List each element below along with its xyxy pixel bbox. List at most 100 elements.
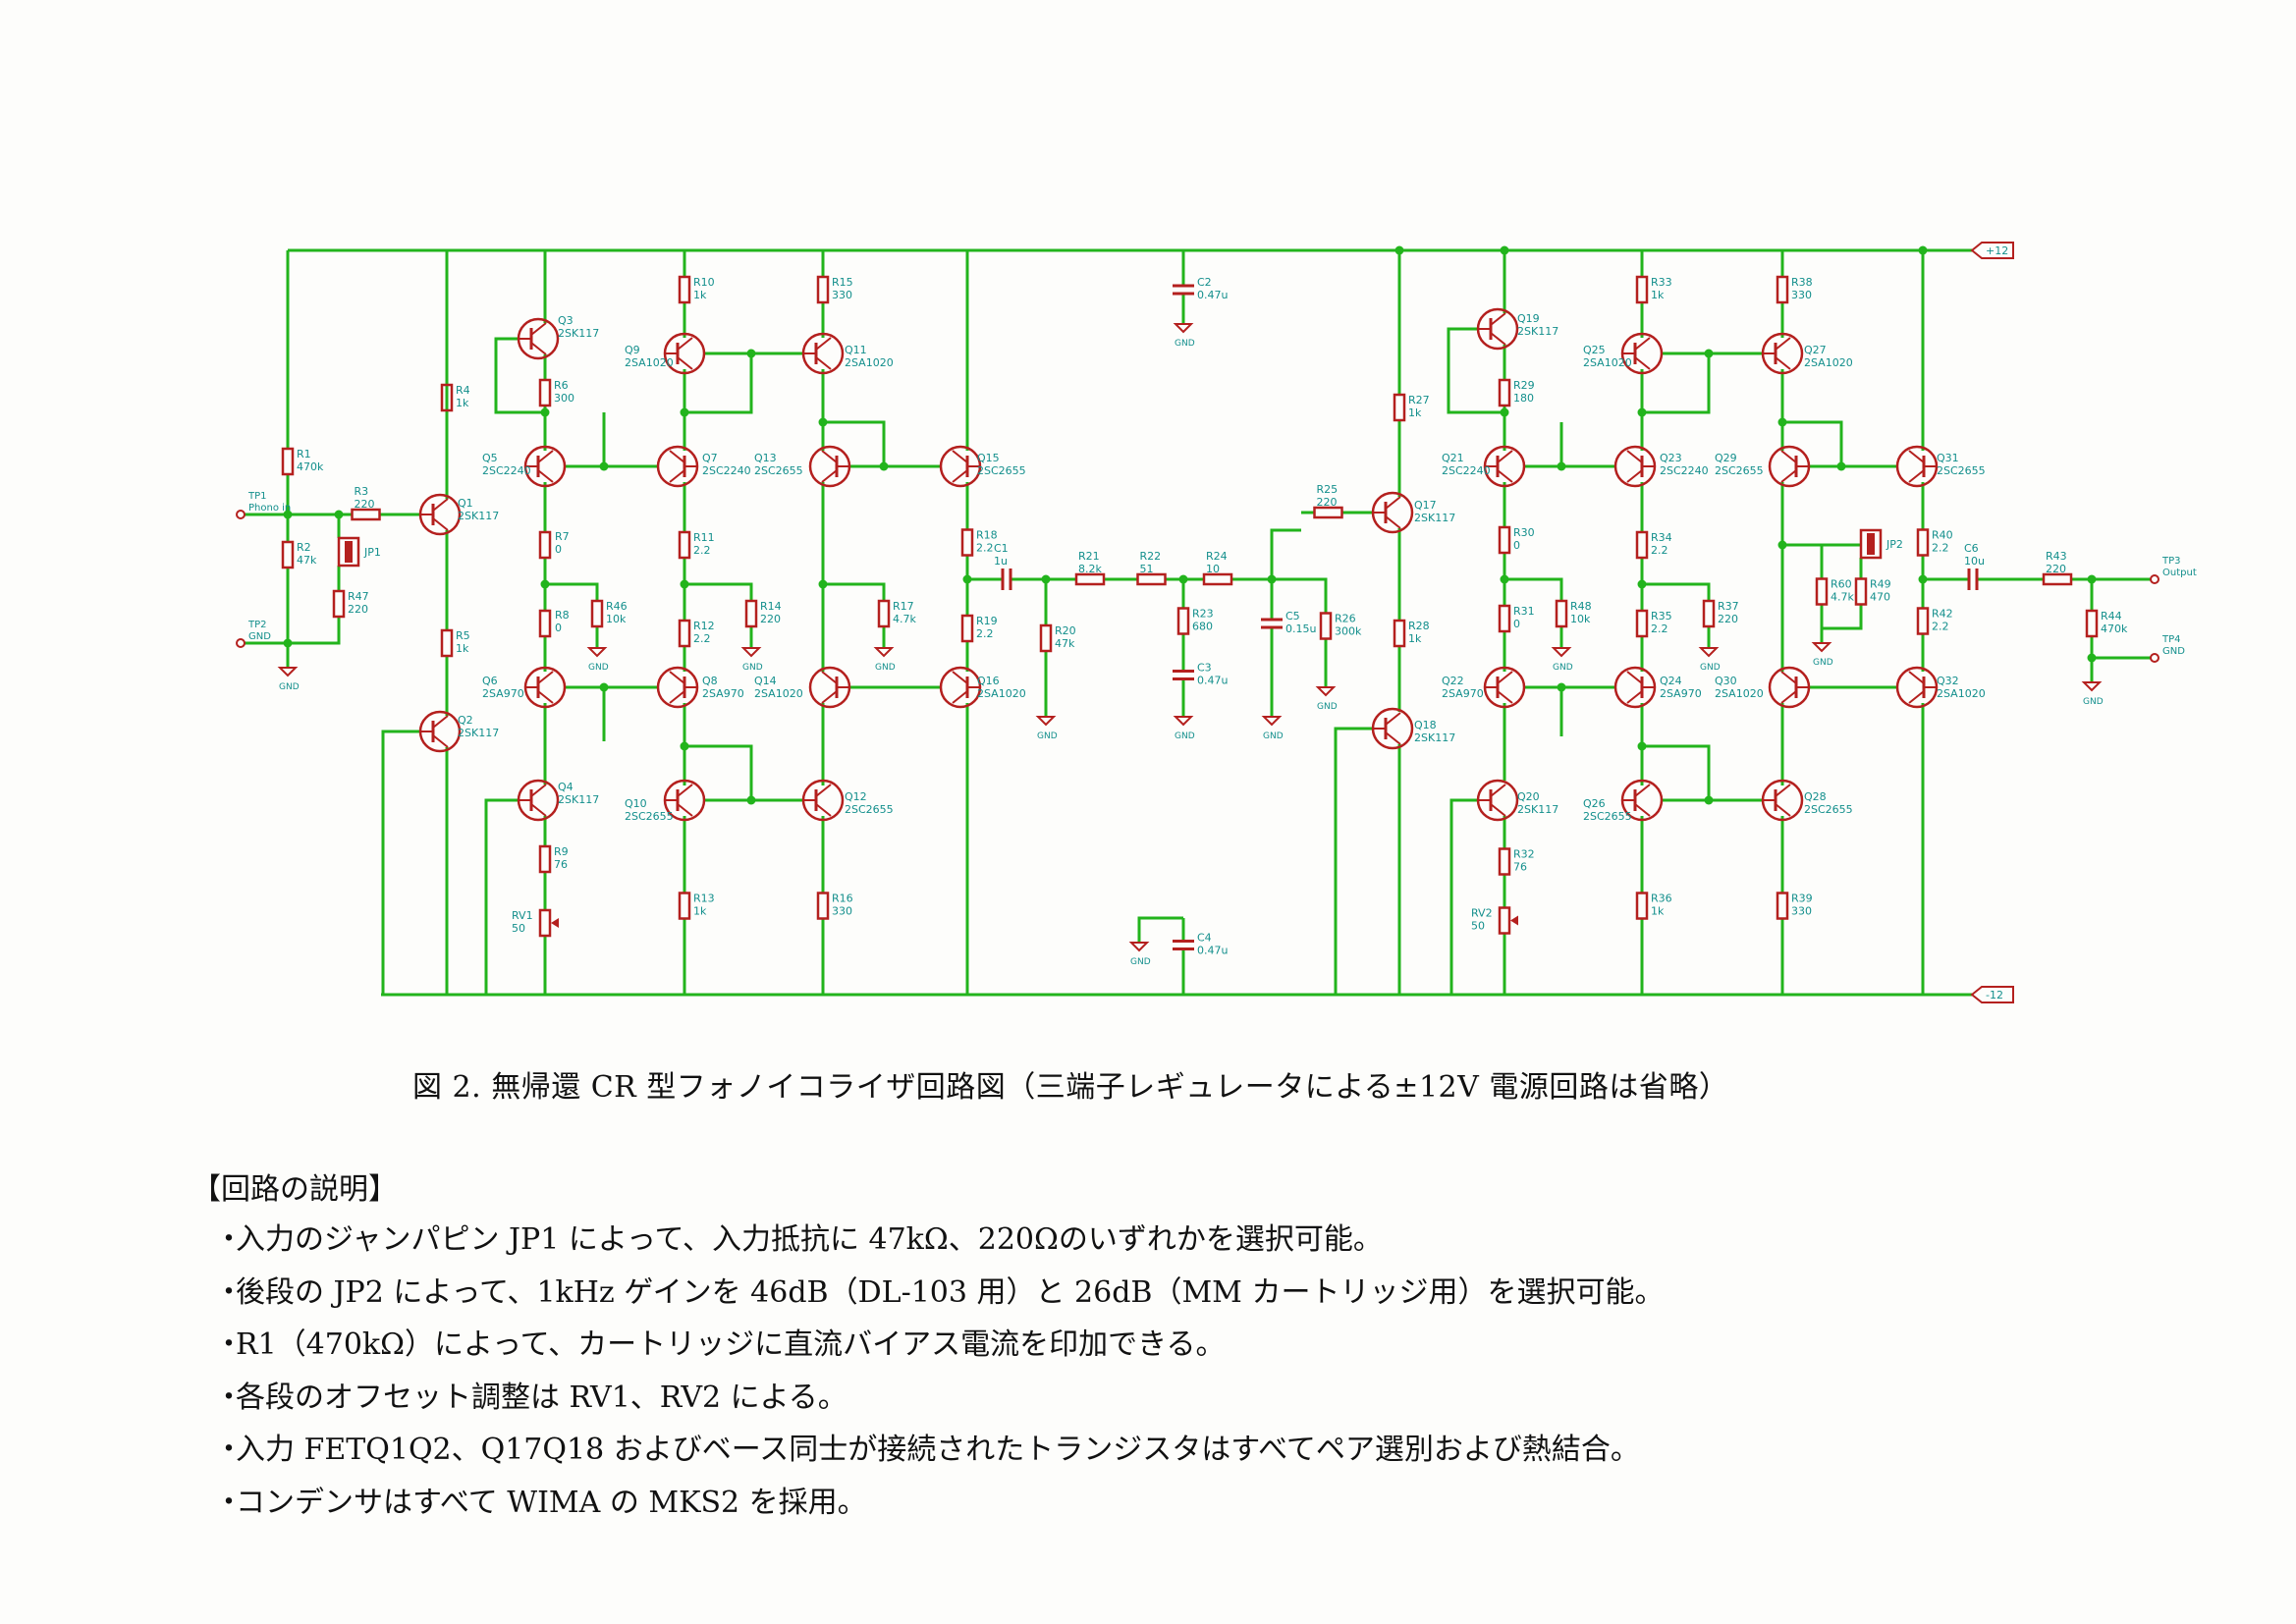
wire <box>1270 528 1301 579</box>
transistor-Q5 <box>537 450 554 463</box>
junction-dot <box>2087 574 2097 584</box>
label-C1: C1 <box>994 542 1009 555</box>
transistor-Q22 <box>1497 671 1513 684</box>
label-Q25: Q25 <box>1583 344 1606 356</box>
label-R37v: 220 <box>1718 613 1738 625</box>
wire <box>1820 614 1863 630</box>
label-gnd: GND <box>1037 731 1058 741</box>
transistor-Q6 <box>537 671 554 684</box>
label-C1v: 1u <box>994 555 1008 568</box>
transistor-Q24 <box>1626 671 1643 684</box>
label-R39v: 330 <box>1791 905 1812 918</box>
wire <box>545 582 599 589</box>
label-Q2v: 2SK117 <box>458 727 499 739</box>
label-R37: R37 <box>1718 600 1739 613</box>
ground-symbol <box>1128 942 1150 952</box>
label-R19: R19 <box>976 615 998 627</box>
label-C4v: 0.47u <box>1197 945 1228 957</box>
label-Q3: Q3 <box>558 314 574 327</box>
junction-dot <box>1836 461 1846 471</box>
junction-dot <box>283 510 293 519</box>
bullet: ・ <box>214 1327 244 1362</box>
note-text: 後段の JP2 によって、1kHz ゲインを 46dB（DL-103 用）と 2… <box>236 1274 1665 1310</box>
label-RV2: RV2 <box>1471 907 1493 920</box>
label-R30v: 0 <box>1513 539 1520 552</box>
resistor-R2 <box>281 540 295 569</box>
resistor-R35 <box>1635 609 1649 638</box>
label-R3v: 220 <box>355 498 375 511</box>
label-R9: R9 <box>554 845 569 858</box>
label-R39: R39 <box>1791 893 1813 905</box>
transistor-Q26 <box>1634 803 1651 817</box>
label-R13v: 1k <box>693 905 707 918</box>
transistor-Q15 <box>952 450 968 463</box>
section-title: 【回路の説明】 <box>191 1172 398 1207</box>
label-R29v: 180 <box>1513 392 1534 405</box>
junction-dot <box>1557 461 1566 471</box>
resistor-R13 <box>678 892 691 920</box>
label-R34: R34 <box>1651 531 1672 544</box>
potentiometer-wiper <box>1510 915 1518 926</box>
label-R6v: 300 <box>554 392 574 405</box>
transistor-Q4 <box>530 803 547 817</box>
list-item: ・コンデンサはすべて WIMA の MKS2 を採用。 <box>214 1477 1664 1530</box>
label-R36: R36 <box>1651 893 1672 905</box>
transistor-Q3 <box>530 342 547 355</box>
label-R1v: 470k <box>297 460 324 473</box>
transistor-Q15 <box>952 469 968 483</box>
label-Q18v: 2SK117 <box>1414 731 1455 744</box>
transistor-Q1 <box>432 498 449 512</box>
label-R7v: 0 <box>555 543 562 556</box>
label-jp1: JP1 <box>363 546 381 559</box>
jumper-jp2 <box>1859 528 1883 560</box>
wire <box>494 337 545 414</box>
junction-dot <box>879 461 889 471</box>
transistor-Q31 <box>1908 469 1925 483</box>
label-R22: R22 <box>1140 550 1162 563</box>
label-R42v: 2.2 <box>1932 621 1949 633</box>
resistor-R5 <box>440 628 454 658</box>
transistor-Q14 <box>821 671 838 684</box>
label-Q8: Q8 <box>702 675 718 687</box>
label-R28: R28 <box>1408 620 1430 632</box>
label-R11: R11 <box>693 531 715 544</box>
transistor-Q20 <box>1490 803 1506 817</box>
label-Q10: Q10 <box>625 797 647 810</box>
bullet: ・ <box>214 1433 244 1467</box>
junction-dot <box>962 574 972 584</box>
junction-dot <box>334 510 344 519</box>
label-Q14v: 2SA1020 <box>754 687 803 700</box>
label-R15v: 330 <box>832 289 852 301</box>
label-R12: R12 <box>693 620 715 632</box>
label-Q23: Q23 <box>1660 452 1682 464</box>
wire <box>1782 543 1824 569</box>
label-tp1: TP1 <box>247 491 267 502</box>
junction-dot <box>1267 574 1277 584</box>
label-C5v: 0.15u <box>1285 623 1316 635</box>
junction-dot <box>818 417 828 427</box>
resistor-R33 <box>1635 275 1649 304</box>
list-item: ・後段の JP2 によって、1kHz ゲインを 46dB（DL-103 用）と … <box>214 1267 1664 1320</box>
junction-dot <box>818 579 828 589</box>
label-Q31v: 2SC2655 <box>1937 464 1986 477</box>
ground-symbol <box>1315 686 1337 697</box>
ground-symbol <box>740 647 762 658</box>
label-Q21v: 2SC2240 <box>1442 464 1491 477</box>
label-R19v: 2.2 <box>976 627 994 640</box>
note-text: コンデンサはすべて WIMA の MKS2 を採用。 <box>236 1485 867 1520</box>
wire <box>381 730 420 995</box>
label-Q17: Q17 <box>1414 499 1437 512</box>
resistor-R30 <box>1498 525 1511 555</box>
transistor-Q10 <box>677 784 693 797</box>
resistor-R25 <box>1313 506 1343 519</box>
bullet: ・ <box>214 1485 244 1520</box>
label-R26: R26 <box>1335 613 1356 625</box>
label-R29: R29 <box>1513 379 1535 392</box>
resistor-R11 <box>678 530 691 560</box>
label-C3v: 0.47u <box>1197 675 1228 687</box>
label-R30: R30 <box>1513 526 1535 539</box>
resistor-R37 <box>1702 599 1716 628</box>
label-vcc_neg: -12 <box>1986 989 2003 1001</box>
junction-dot <box>1704 795 1714 805</box>
transistor-Q16 <box>952 690 968 704</box>
